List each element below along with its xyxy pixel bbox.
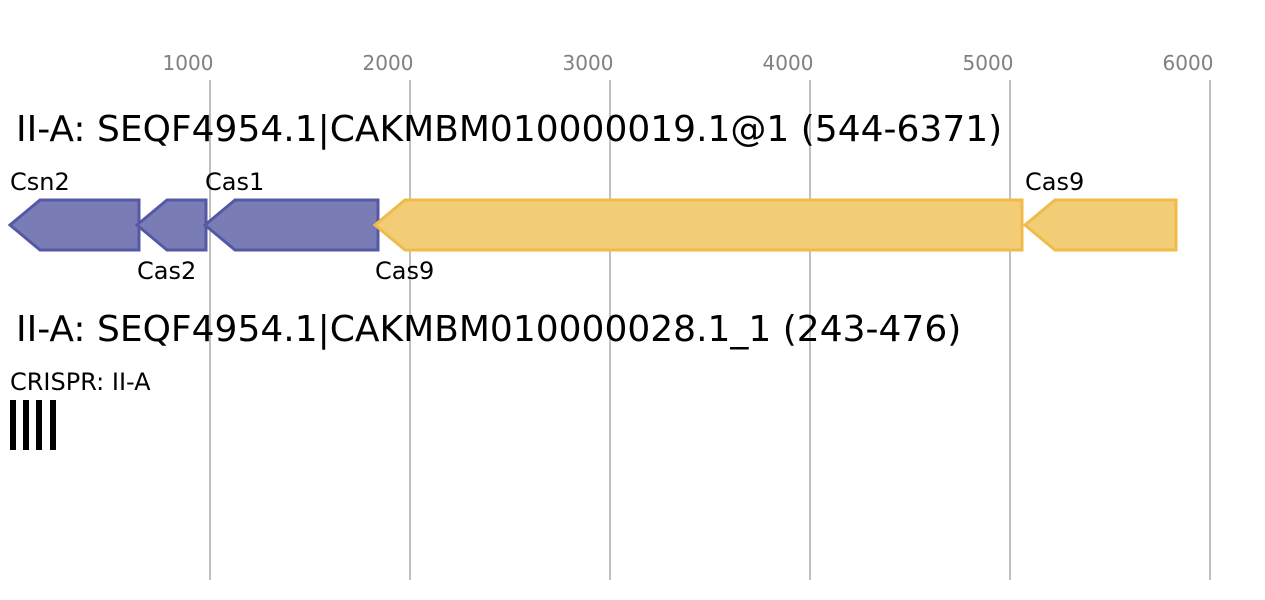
crispr-repeat[interactable]	[23, 400, 29, 450]
gene-arrow-csn2[interactable]	[7, 198, 141, 252]
gene-label-cas2: Cas2	[137, 257, 196, 285]
gene-label-cas1: Cas1	[205, 168, 264, 196]
crispr-repeat[interactable]	[10, 400, 16, 450]
tick-label-4000: 4000	[763, 51, 814, 75]
locus-2: II-A: SEQF4954.1|CAKMBM010000028.1_1 (24…	[10, 309, 961, 450]
scale-gridlines	[209, 80, 1211, 580]
tick-label-1000: 1000	[163, 51, 214, 75]
crispr-array[interactable]	[10, 400, 56, 450]
scale-ticks: 1000 2000 3000 4000 5000 6000	[163, 51, 1214, 75]
crispr-array-label: CRISPR: II-A	[10, 368, 151, 396]
gene-arrow-cas1[interactable]	[202, 198, 380, 252]
crispr-repeat[interactable]	[36, 400, 42, 450]
gene-csn2[interactable]: Csn2	[7, 168, 141, 252]
gene-cas1[interactable]: Cas1	[202, 168, 380, 252]
crispr-repeat[interactable]	[50, 400, 56, 450]
gene-arrow-cas2[interactable]	[134, 198, 208, 252]
gene-cas9-1[interactable]: Cas9	[372, 198, 1024, 285]
tick-label-5000: 5000	[963, 51, 1014, 75]
locus-1: II-A: SEQF4954.1|CAKMBM010000019.1@1 (54…	[7, 109, 1178, 285]
tick-label-3000: 3000	[563, 51, 614, 75]
locus-2-title: II-A: SEQF4954.1|CAKMBM010000028.1_1 (24…	[16, 309, 961, 350]
gene-arrow-cas9-2[interactable]	[1022, 198, 1178, 252]
gene-label-csn2: Csn2	[10, 168, 70, 196]
gene-cas2[interactable]: Cas2	[134, 198, 208, 285]
gene-label-cas9-2: Cas9	[1025, 168, 1084, 196]
gene-arrow-cas9-1[interactable]	[372, 198, 1024, 252]
gene-label-cas9-1: Cas9	[375, 257, 434, 285]
gene-cas9-2[interactable]: Cas9	[1022, 168, 1178, 252]
tick-label-2000: 2000	[363, 51, 414, 75]
locus-1-title: II-A: SEQF4954.1|CAKMBM010000019.1@1 (54…	[16, 109, 1002, 150]
tick-label-6000: 6000	[1163, 51, 1214, 75]
